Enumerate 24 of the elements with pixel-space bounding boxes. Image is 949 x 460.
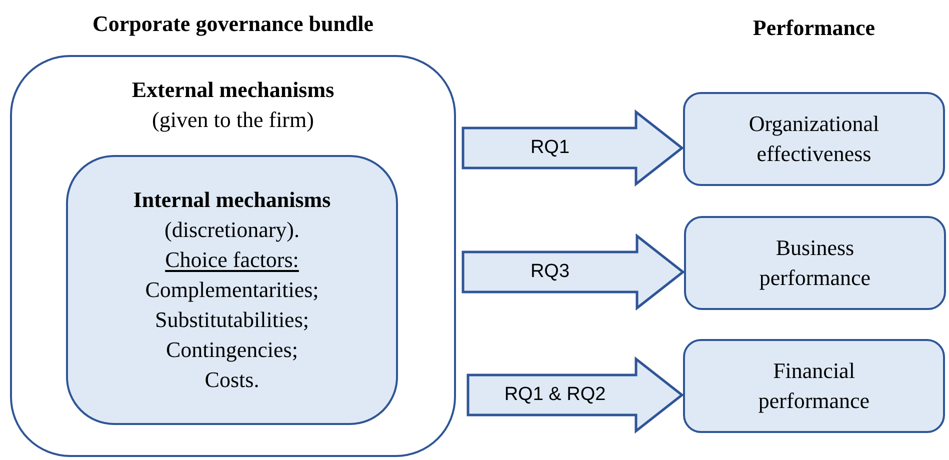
block-arrow — [462, 109, 684, 187]
edge-label: RQ1 & RQ2 — [504, 383, 606, 407]
edge-label: RQ1 — [530, 136, 570, 160]
factor-text: Costs. — [204, 366, 260, 394]
column-heading: Performance — [752, 14, 876, 42]
box-label: Financial performance — [757, 357, 871, 415]
factor-text: Substitutabilities; — [154, 306, 309, 334]
frame-heading: External mechanisms — [132, 76, 334, 104]
box-heading: Internal mechanisms — [133, 186, 331, 214]
factor-text: Choice factors: — [165, 246, 299, 274]
edge-label: RQ3 — [530, 260, 570, 284]
frame-subtitle: (given to the firm) — [152, 106, 314, 134]
inner-rounded-box — [66, 155, 398, 425]
block-arrow — [462, 233, 686, 311]
factor-text: Contingencies; — [166, 336, 298, 364]
outcome-box — [683, 92, 945, 186]
group-heading: Corporate governance bundle — [92, 10, 374, 38]
block-arrow — [466, 356, 684, 434]
factor-text: Complementarities; — [145, 276, 319, 304]
box-label: Organizational effectiveness — [748, 110, 880, 168]
outcome-box — [684, 216, 946, 310]
box-label: Business performance — [758, 234, 872, 292]
factor-text: (discretionary). — [164, 216, 300, 244]
outcome-box — [683, 339, 945, 433]
